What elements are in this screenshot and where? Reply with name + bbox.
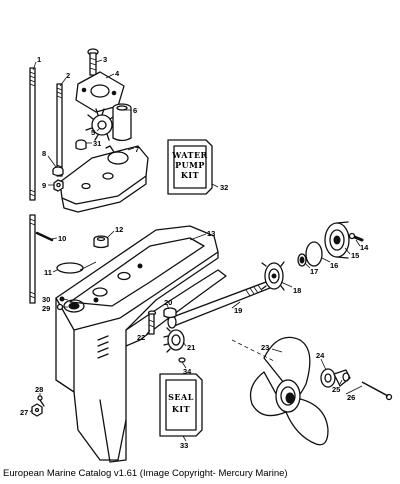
part-6-pump-insert (112, 103, 132, 142)
callout-28: 28 (35, 385, 43, 394)
callout-15: 15 (351, 251, 359, 260)
callout-26: 26 (347, 393, 355, 402)
callout-6: 6 (133, 106, 137, 115)
part-5-impeller (85, 108, 119, 141)
callout-18: 18 (293, 286, 301, 295)
callout-23: 23 (261, 343, 269, 352)
part-19-prop-shaft (167, 281, 271, 329)
callout-8: 8 (42, 149, 46, 158)
part-29-screw (56, 303, 64, 311)
callout-3: 3 (103, 55, 107, 64)
prop-centerline (231, 339, 277, 363)
callout-34: 34 (183, 367, 192, 376)
part-2-stud (56, 83, 63, 177)
part-20-pinion (163, 307, 177, 319)
callout-20: 20 (164, 298, 172, 307)
part-11-o-ring (56, 262, 84, 274)
part-18-bearing-carrier (261, 261, 285, 291)
callout-25: 25 (332, 385, 340, 394)
callout-16: 16 (330, 261, 338, 270)
seal-kit-box: SEAL KIT (159, 373, 203, 437)
part-14-screw (348, 232, 364, 242)
kit-label-seal: SEAL (168, 392, 194, 402)
callout-27: 27 (20, 408, 28, 417)
gear-housing (55, 225, 227, 463)
callout-5: 5 (91, 128, 95, 137)
callout-29: 29 (42, 304, 50, 313)
callout-12: 12 (115, 225, 123, 234)
callout-17: 17 (310, 267, 318, 276)
kit-label-water: WATER (171, 150, 207, 160)
callout-30: 30 (42, 295, 50, 304)
diagram-canvas: WATER PUMP KIT (20, 48, 393, 463)
callout-22: 22 (137, 333, 145, 342)
part-15-end-cap (324, 221, 350, 259)
part-21-gear (163, 327, 185, 353)
callout-10: 10 (58, 234, 66, 243)
part-7-pump-base (59, 145, 149, 213)
part-12-bushing (93, 235, 109, 249)
copyright-caption: European Marine Catalog v1.61 (Image Cop… (3, 468, 288, 479)
part-27-nut (31, 403, 43, 417)
part-8-grommet (52, 166, 64, 177)
part-31-plug (75, 139, 87, 151)
callout-4: 4 (115, 69, 120, 78)
callout-7: 7 (135, 145, 139, 154)
part-1-stud-lower (29, 214, 36, 304)
kit-label-kit: KIT (181, 170, 199, 180)
part-9-nut (53, 179, 64, 192)
part-34-seal (178, 357, 186, 363)
callout-21: 21 (187, 343, 195, 352)
callout-19: 19 (234, 306, 242, 315)
water-pump-kit-box: WATER PUMP KIT (167, 139, 213, 195)
callout-leaders (29, 59, 363, 442)
part-10-pin (35, 231, 54, 242)
callout-32: 32 (220, 183, 228, 192)
part-23-propeller (249, 336, 329, 446)
part-17-bearing (297, 253, 307, 267)
part-3-screw (87, 48, 99, 76)
part-26-cotter-pin (361, 381, 393, 401)
callout-2: 2 (66, 71, 70, 80)
callout-1: 1 (37, 55, 41, 64)
part-25-prop-nut (333, 369, 351, 387)
callout-11: 11 (44, 268, 52, 277)
callout-numbers: 1 2 3 4 5 6 7 8 9 10 11 12 13 14 15 16 1… (20, 55, 369, 450)
part-16-o-ring (305, 241, 323, 267)
part-1-long-stud (29, 67, 36, 201)
kit-label-pump: PUMP (175, 160, 205, 170)
part-24-thrust-hub (320, 368, 336, 388)
callout-13: 13 (207, 229, 215, 238)
callout-9: 9 (42, 181, 46, 190)
callout-31: 31 (93, 139, 101, 148)
kit-label-kit-2: KIT (172, 404, 190, 414)
part-22-bolt (147, 310, 157, 335)
callout-14: 14 (360, 243, 369, 252)
callout-33: 33 (180, 441, 188, 450)
callout-24: 24 (316, 351, 325, 360)
